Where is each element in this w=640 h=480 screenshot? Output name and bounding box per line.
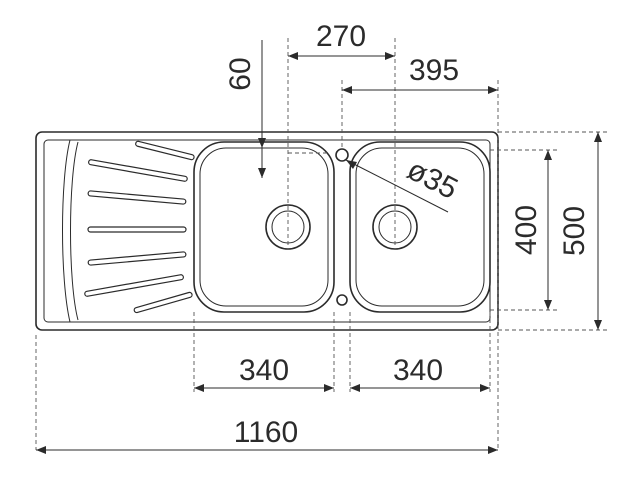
dim-bowl-depth-label: 400 — [510, 205, 543, 255]
dim-drain-setback: 60 — [224, 40, 266, 178]
drainer-rib — [135, 140, 195, 161]
left-bowl-inner — [199, 147, 329, 307]
dim-overall-depth-label: 500 — [558, 206, 591, 256]
drainer-rib — [133, 291, 193, 314]
dim-overall-width-label: 1160 — [234, 416, 299, 449]
dim-drain-setback-label: 60 — [224, 57, 257, 90]
drainer-rib — [87, 226, 187, 233]
right-drain-outer — [372, 204, 418, 250]
dim-left-bowl-width: 340 — [194, 354, 334, 392]
left-bowl-outer — [193, 141, 335, 313]
dim-drain-spacing-label: 270 — [316, 20, 366, 53]
dim-bowl-depth: 400 — [510, 150, 552, 310]
dim-overall-width: 1160 — [36, 416, 498, 454]
drainer-edge-curve — [62, 139, 71, 323]
drainer-board — [62, 139, 195, 323]
drainer-ribs — [84, 140, 195, 314]
overflow-hole — [336, 294, 348, 306]
dim-overall-depth: 500 — [558, 132, 602, 330]
dim-right-bowl-width: 340 — [350, 354, 490, 392]
right-bowl-inner — [355, 147, 485, 307]
drainer-edge-curve-inner — [70, 141, 79, 321]
dim-drain-spacing: 270 — [288, 20, 395, 60]
drainer-rib — [84, 274, 184, 297]
dim-drain-offset: 395 — [342, 54, 498, 94]
tap-hole — [335, 148, 349, 162]
left-bowl — [193, 141, 335, 313]
dim-left-bowl-width-label: 340 — [239, 354, 289, 387]
tap-holes — [335, 148, 349, 306]
dim-tap-hole-label: ø35 — [402, 153, 463, 206]
drainer-rib — [87, 190, 187, 205]
right-bowl-outer — [349, 141, 491, 313]
dim-right-bowl-width-label: 340 — [393, 354, 443, 387]
drainer-rib — [88, 159, 188, 182]
right-bowl — [349, 141, 491, 313]
drainer-rib — [87, 251, 187, 266]
left-drain-outer — [265, 204, 311, 250]
dim-tap-hole: ø35 — [345, 153, 463, 213]
dim-drain-offset-label: 395 — [409, 54, 459, 87]
